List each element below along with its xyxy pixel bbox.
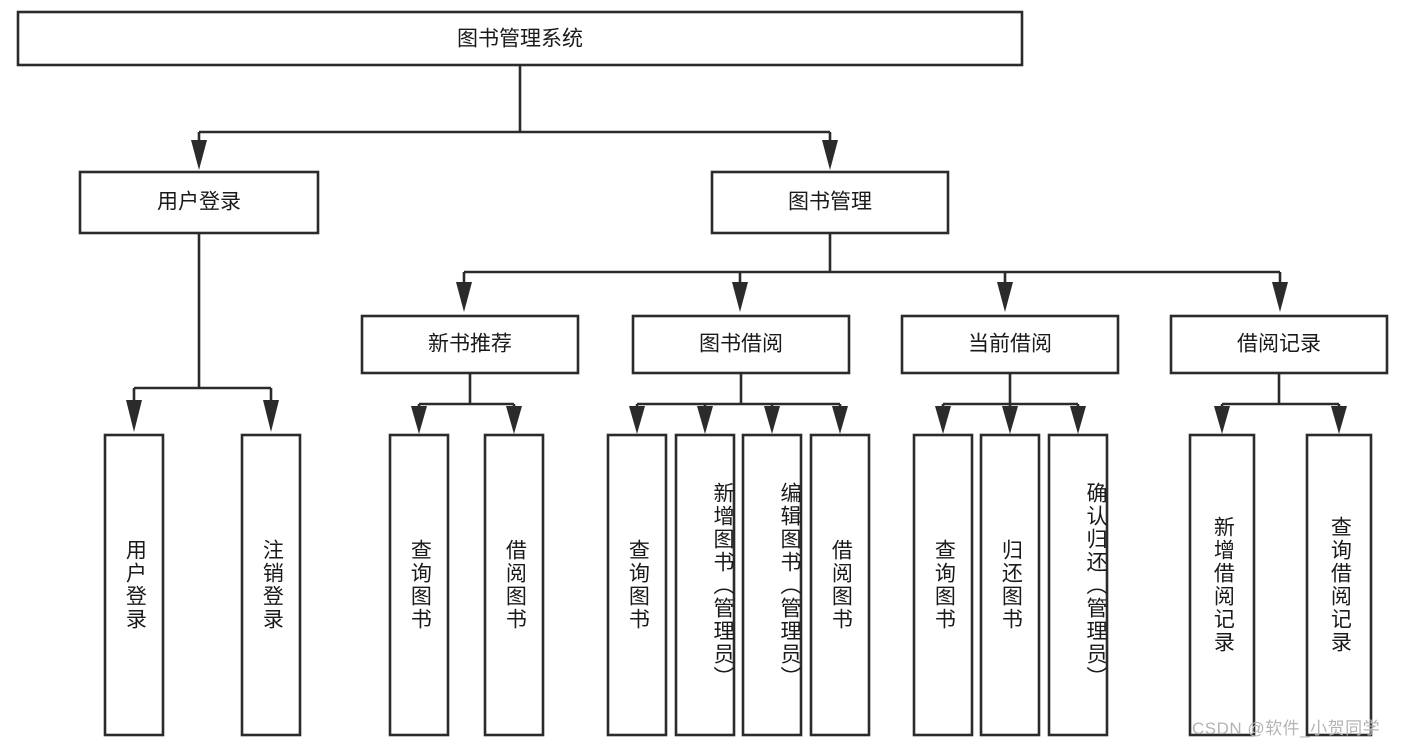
root-box-rect: [16, 10, 1024, 67]
node-new-book-recommend[interactable]: 新书推荐: [360, 314, 580, 375]
arrow-to-leaf-borrow-book-1: [506, 406, 522, 434]
borrow-record-box-label: 借阅记录: [1237, 333, 1321, 356]
new-book-recommend-box-label: 新书推荐: [428, 333, 512, 356]
leaf-box-add-record[interactable]: [1188, 433, 1256, 737]
arrow-to-leaf-query-book-3: [935, 406, 951, 434]
arrow-to-leaf-query-book-1: [411, 406, 427, 434]
arrow-to-leaf-add-book: [697, 406, 713, 434]
node-book-borrow[interactable]: 图书借阅: [631, 314, 851, 375]
leaf-box-user-login[interactable]: [103, 433, 165, 737]
arrow-to-leaf-logout: [263, 400, 279, 432]
new-book-recommend-box-rect: [360, 314, 580, 375]
leaf-box-query-book-3[interactable]: [912, 433, 974, 737]
book-borrow-box-label: 图书借阅: [699, 333, 783, 356]
leaf-box-query-book-1[interactable]: [388, 433, 450, 737]
node-book-management[interactable]: 图书管理: [710, 170, 950, 235]
book-borrow-box-rect: [631, 314, 851, 375]
leaf-box-borrow-book-1[interactable]: [483, 433, 545, 737]
arrow-to-leaf-return-book: [1002, 406, 1018, 434]
leaf-box-query-book-2[interactable]: [606, 433, 668, 737]
leaf-box-logout[interactable]: [240, 433, 302, 737]
user-login-box-label: 用户登录: [157, 191, 241, 214]
node-current-borrow[interactable]: 当前借阅: [900, 314, 1120, 375]
leaf-box-borrow-book-2[interactable]: [809, 433, 871, 737]
arrow-to-new-book-recommend: [456, 282, 472, 312]
borrow-record-box-rect: [1169, 314, 1389, 375]
arrow-to-leaf-borrow-book-2: [832, 406, 848, 434]
book-management-box-label: 图书管理: [788, 191, 872, 214]
node-root-system[interactable]: 图书管理系统: [16, 10, 1024, 67]
leaf-box-query-record[interactable]: [1305, 433, 1373, 737]
arrow-to-leaf-query-book-2: [629, 406, 645, 434]
arrow-to-book-borrow: [732, 282, 748, 312]
book-management-box-rect: [710, 170, 950, 235]
leaf-box-add-book[interactable]: [674, 433, 736, 737]
arrow-to-leaf-edit-book: [764, 406, 780, 434]
current-borrow-box-label: 当前借阅: [968, 333, 1052, 356]
csdn-watermark: CSDN @软件_小贺同学: [1192, 719, 1381, 738]
arrow-to-current-borrow: [997, 282, 1013, 312]
arrow-to-leaf-confirm-return: [1070, 406, 1086, 434]
leaf-box-edit-book[interactable]: [741, 433, 803, 737]
arrow-to-leaf-user-login: [126, 400, 142, 432]
leaf-box-return-book[interactable]: [979, 433, 1041, 737]
arrow-to-book-manage: [822, 140, 838, 170]
arrow-to-user-login: [191, 140, 207, 170]
arrow-to-leaf-query-record: [1331, 406, 1347, 434]
root-box-label: 图书管理系统: [457, 28, 583, 51]
arrow-to-leaf-add-record: [1214, 406, 1230, 434]
leaf-box-confirm-return[interactable]: [1047, 433, 1109, 737]
current-borrow-box-rect: [900, 314, 1120, 375]
node-user-login[interactable]: 用户登录: [78, 170, 320, 235]
arrow-to-borrow-record: [1272, 282, 1288, 312]
node-borrow-record[interactable]: 借阅记录: [1169, 314, 1389, 375]
